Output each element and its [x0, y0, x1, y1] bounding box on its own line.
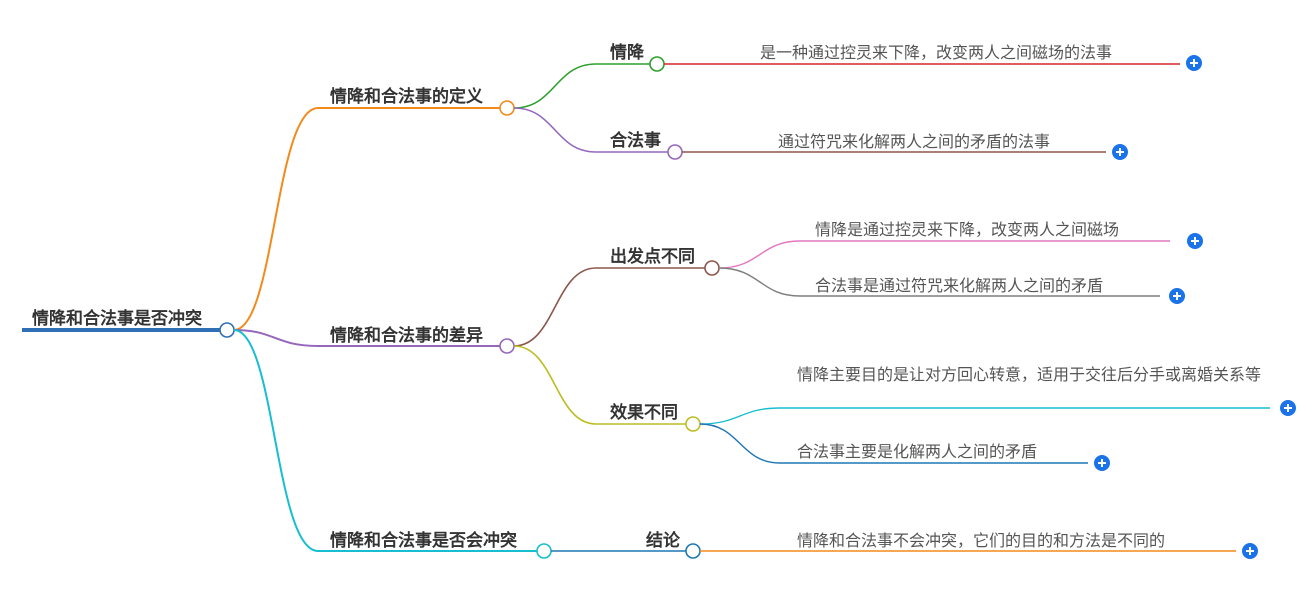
plus-circle-icon[interactable]: [1186, 55, 1202, 71]
branch-conflict-label: 情降和合法事是否会冲突: [330, 530, 517, 551]
topic-starting-point-node[interactable]: [704, 260, 720, 276]
leaf-line-starting-qingjiang: [718, 240, 1170, 269]
branch-definition-node[interactable]: [499, 100, 515, 116]
plus-circle-icon[interactable]: [1112, 144, 1128, 160]
leaf-qingjiang-def: 是一种通过控灵来下降，改变两人之间磁场的法事: [760, 43, 1112, 62]
topic-effect-label: 效果不同: [610, 402, 678, 423]
leaf-effect-qingjiang-line1: 情降主要目的是让对方回心转意，适用于交往后分手或离婚关系等: [797, 365, 1261, 384]
leaf-line-effect-qingjiang: [699, 407, 1270, 425]
edge-difference-starting-point: [513, 267, 705, 347]
plus-circle-icon[interactable]: [1242, 543, 1258, 559]
leaf-line-effect-hefashi: [699, 423, 1088, 464]
edge-root-branch-conflict: [233, 329, 537, 552]
plus-circle-icon[interactable]: [1187, 233, 1203, 249]
plus-circle-icon[interactable]: [1169, 288, 1185, 304]
topic-effect-node[interactable]: [685, 416, 701, 432]
root-label: 情降和合法事是否冲突: [32, 308, 202, 329]
leaf-starting-hefashi: 合法事是通过符咒来化解两人之间的矛盾: [815, 276, 1103, 295]
leaf-starting-qingjiang: 情降是通过控灵来下降，改变两人之间磁场: [815, 220, 1119, 239]
edge-difference-effect: [513, 345, 686, 425]
branch-conflict-node[interactable]: [536, 543, 552, 559]
branch-conflict: 情降和合法事是否会冲突 结论 情降和合法事不会冲突，它们的目的和方法是不同的: [233, 329, 1258, 559]
branch-difference-label: 情降和合法事的差异: [330, 325, 483, 346]
leaf-effect-qingjiang: 情降主要目的是让对方回心转意，适用于交往后分手或离婚关系等: [797, 365, 1261, 384]
edge-root-branch-difference: [233, 329, 500, 347]
root-node-circle[interactable]: [219, 322, 235, 338]
leaf-effect-hefashi: 合法事主要是化解两人之间的矛盾: [797, 442, 1037, 461]
root-topic[interactable]: 情降和合法事是否冲突: [22, 308, 235, 338]
topic-hefashi-node[interactable]: [667, 144, 683, 160]
topic-hefashi-label: 合法事: [610, 130, 661, 151]
plus-circle-icon[interactable]: [1094, 455, 1110, 471]
edge-definition-hefashi: [513, 107, 668, 153]
topic-starting-point-label: 出发点不同: [610, 246, 695, 267]
topic-qingjiang-node[interactable]: [649, 56, 665, 72]
edge-root-branch-definition: [233, 107, 500, 331]
topic-conclusion-node[interactable]: [685, 543, 701, 559]
branch-difference-node[interactable]: [499, 338, 515, 354]
leaf-line-starting-hefashi: [718, 267, 1160, 297]
branch-difference: 情降和合法事的差异 出发点不同 情降是通过控灵来下降，改变两人之间磁场 合法事是…: [233, 220, 1296, 471]
plus-circle-icon[interactable]: [1280, 400, 1296, 416]
branch-definition: 情降和合法事的定义 情降 是一种通过控灵来下降，改变两人之间磁场的法事 合法事 …: [233, 42, 1202, 331]
topic-conclusion-label: 结论: [646, 530, 681, 551]
topic-qingjiang-label: 情降: [610, 42, 645, 63]
leaf-conclusion: 情降和合法事不会冲突，它们的目的和方法是不同的: [797, 531, 1165, 550]
branch-definition-label: 情降和合法事的定义: [330, 86, 483, 107]
edge-definition-qingjiang: [513, 63, 650, 109]
leaf-hefashi-def: 通过符咒来化解两人之间的矛盾的法事: [778, 132, 1050, 151]
